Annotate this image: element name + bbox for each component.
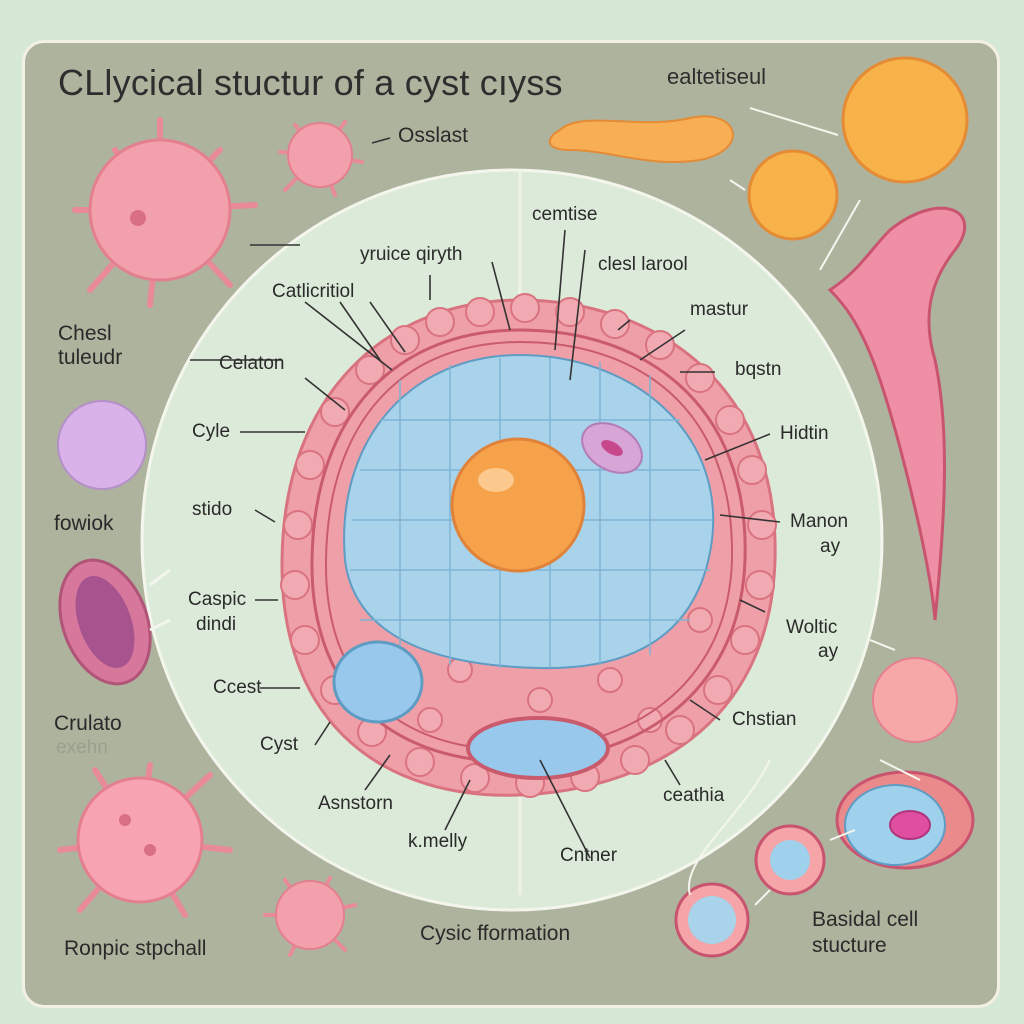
- label-bqstn: bqstn: [735, 359, 782, 380]
- vacuole-bottom: [466, 716, 610, 780]
- diagram-title: CLlycical stuctur of a cyst cıyss: [58, 62, 563, 103]
- left-spiky-cell-bottom: [57, 762, 233, 918]
- label-chstian: Chstian: [732, 709, 797, 730]
- label-cntner: Cntner: [560, 845, 618, 866]
- label-stucture: stucture: [812, 934, 887, 957]
- label-cyst: Cyst: [260, 734, 298, 755]
- orange-cluster-small: [747, 149, 839, 241]
- label-chesl: Chesl: [58, 322, 112, 345]
- label-crulato-faint: exehn: [56, 737, 108, 758]
- pink-round-cell: [872, 657, 958, 743]
- label-cleslarool: clesl larool: [598, 254, 688, 275]
- vacuole-left: [332, 640, 424, 724]
- label-ceathia: ceathia: [663, 785, 725, 806]
- label-celaton: Celaton: [219, 353, 285, 374]
- label-cyle: Cyle: [192, 421, 231, 442]
- main-cell: [280, 293, 777, 798]
- basidal-cell-small: [674, 882, 750, 958]
- left-spiky-cell-top: [72, 117, 258, 308]
- small-spiky-cell-bottom: [263, 876, 357, 957]
- purple-cell: [57, 400, 147, 490]
- pink-tube-organ: [827, 206, 967, 621]
- label-kmelly: k.melly: [408, 831, 468, 852]
- orange-worm: [548, 115, 734, 164]
- label-crulato: Crulato: [54, 712, 122, 735]
- label-catlicritol: Catlicritiol: [272, 281, 355, 302]
- label-yruice: yruice qiryth: [360, 244, 463, 265]
- label-basidal-cell: Basidal cell: [812, 908, 919, 931]
- label-manon: Manon: [790, 511, 849, 532]
- label-asnstorn: Asnstorn: [318, 793, 393, 814]
- diagram-subtitle: ealtetiseul: [667, 64, 767, 89]
- nucleus: [450, 437, 586, 573]
- label-woltic: Woltic: [786, 617, 838, 638]
- label-stido: stido: [192, 499, 233, 520]
- label-osslast: Osslast: [398, 124, 469, 147]
- label-fowiok: fowiok: [54, 512, 114, 535]
- label-ccest: Ccest: [213, 677, 262, 698]
- mitochondrion: [58, 558, 152, 686]
- label-tuleudr: tuleudr: [58, 346, 123, 369]
- label-manon-ay: ay: [820, 536, 841, 557]
- basidal-cell-large: [835, 770, 975, 870]
- label-dindi: dindi: [196, 614, 237, 635]
- label-caspic: Caspic: [188, 589, 247, 610]
- label-hidtin: Hidtin: [780, 423, 829, 444]
- label-ronpic: Ronpic stpchall: [64, 937, 207, 960]
- orange-cluster-large: [841, 56, 969, 184]
- basidal-cell-medium: [754, 824, 826, 896]
- label-mastur: mastur: [690, 299, 749, 320]
- label-cemtise: cemtise: [532, 204, 598, 225]
- small-spiky-cell-top: [278, 120, 364, 197]
- label-cysic-formation: Cysic fformation: [420, 922, 571, 945]
- label-woltic-ay: ay: [818, 641, 839, 662]
